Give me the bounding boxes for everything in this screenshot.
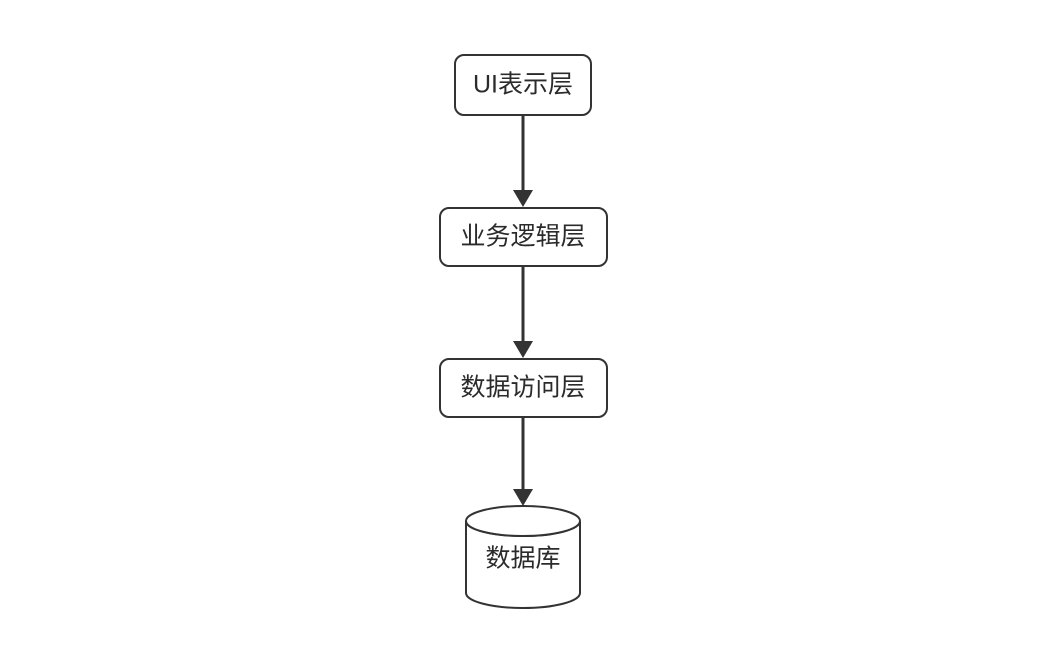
node-ui-presentation-layer-shape [454, 54, 592, 116]
node-business-logic-layer[interactable]: 业务逻辑层 [439, 207, 608, 267]
node-business-logic-layer-shape [439, 207, 608, 267]
edge-business-dataaccess [513, 266, 533, 358]
edge-ui-business [513, 115, 533, 207]
node-data-access-layer-label: 数据访问层 [460, 374, 585, 402]
node-ui-presentation-layer[interactable]: UI表示层 [454, 54, 592, 116]
edge-business-dataaccess-arrowhead [513, 341, 533, 358]
node-ui-presentation-layer-label: UI表示层 [473, 71, 573, 99]
node-database-label: 数据库 [485, 545, 560, 573]
edge-ui-business-arrowhead [513, 190, 533, 207]
node-data-access-layer-shape [439, 358, 608, 418]
edge-dataaccess-database [513, 417, 533, 506]
edge-dataaccess-database-arrowhead [513, 489, 533, 506]
node-database[interactable]: 数据库 [465, 505, 581, 609]
node-database-top-ellipse [465, 505, 581, 537]
node-business-logic-layer-label: 业务逻辑层 [460, 223, 585, 251]
node-data-access-layer[interactable]: 数据访问层 [439, 358, 608, 418]
